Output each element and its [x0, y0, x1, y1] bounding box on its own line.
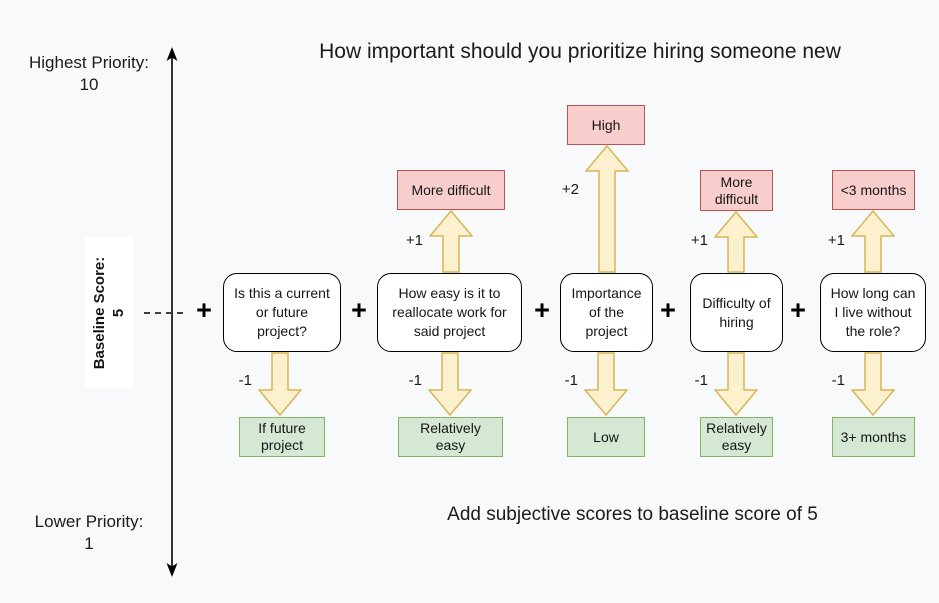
question-box-current-or-future: Is this a current or future project? [223, 273, 341, 352]
baseline-score-text: Baseline Score: 5 [85, 237, 133, 388]
up-arrow-4 [714, 211, 758, 273]
question-box-hiring-difficulty: Difficulty of hiring [690, 273, 783, 352]
axis-arrowhead-down-icon [166, 563, 178, 577]
plus-operator-4: + [660, 295, 676, 325]
plus-operator-1: + [196, 295, 212, 325]
diagram-footer-note: Add subjective scores to baseline score … [447, 504, 818, 525]
increase-label-under-3-months-5: <3 months [832, 170, 915, 210]
decrease-label-relatively-easy-2: Relatively easy [398, 417, 503, 457]
increase-label-high-3: High [567, 105, 645, 145]
increase-label-more-difficult-4: More difficult [700, 170, 773, 211]
down-delta-1: -1 [238, 372, 252, 389]
plus-operator-2: + [351, 295, 367, 325]
decrease-label-3-plus-months-5: 3+ months [832, 417, 915, 457]
down-arrow-4 [714, 352, 758, 416]
down-delta-4: -1 [694, 372, 708, 389]
increase-label-more-difficult-2: More difficult [397, 170, 505, 210]
up-arrow-2 [429, 210, 473, 273]
down-arrow-2 [428, 352, 472, 416]
axis-arrowhead-up-icon [166, 47, 178, 61]
baseline-dashed-connector [144, 312, 183, 314]
question-box-project-importance: Importance of the project [560, 273, 653, 352]
up-delta-2: +1 [405, 232, 423, 249]
diagram-title: How important should you prioritize hiri… [319, 40, 841, 63]
down-delta-2: -1 [408, 372, 422, 389]
question-box-reallocate-work: How easy is it to reallocate work for sa… [377, 273, 522, 352]
down-delta-5: -1 [831, 372, 845, 389]
up-delta-3: +2 [561, 181, 579, 198]
decrease-label-low-3: Low [567, 417, 645, 457]
highest-priority-label: Highest Priority: [29, 53, 149, 72]
lower-priority-value: 1 [84, 534, 94, 553]
plus-operator-3: + [534, 295, 550, 325]
up-delta-4: +1 [690, 232, 708, 249]
baseline-score-value: 5 [110, 308, 127, 317]
up-delta-5: +1 [827, 232, 845, 249]
decrease-label-if-future-1: If future project [239, 417, 325, 457]
down-delta-3: -1 [564, 372, 578, 389]
baseline-score-label: Baseline Score: [91, 256, 108, 369]
plus-operator-5: + [790, 295, 806, 325]
baseline-score-box: Baseline Score: 5 [85, 237, 133, 388]
decrease-label-relatively-easy-4: Relatively easy [700, 417, 773, 457]
axis-bottom-label: Lower Priority: 1 [14, 511, 164, 555]
up-arrow-3 [585, 145, 629, 273]
axis-top-label: Highest Priority: 10 [14, 52, 164, 96]
highest-priority-value: 10 [79, 75, 99, 94]
down-arrow-1 [258, 352, 302, 416]
up-arrow-5 [851, 210, 895, 273]
down-arrow-3 [584, 352, 628, 416]
down-arrow-5 [851, 352, 895, 416]
question-box-live-without-role: How long can I live without the role? [820, 273, 926, 352]
lower-priority-label: Lower Priority: [34, 512, 144, 531]
